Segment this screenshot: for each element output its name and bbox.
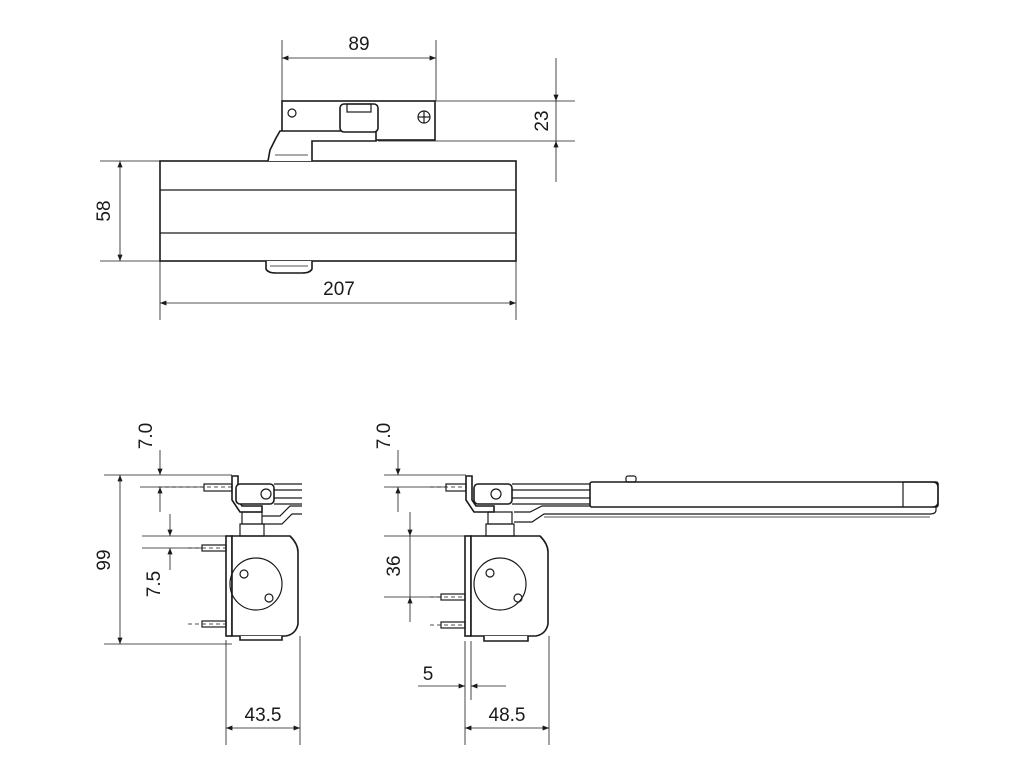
dim-5-label: 5 <box>423 664 434 685</box>
dim-left-7-5-label: 7.5 <box>144 571 165 597</box>
side-body-arm <box>470 535 549 637</box>
dim-48-5-label: 48.5 <box>489 705 526 726</box>
top-view: 89 23 58 207 <box>94 34 575 320</box>
dim-207-label: 207 <box>323 279 355 300</box>
spindle-circle <box>229 557 283 611</box>
side-body <box>231 535 299 637</box>
closer-body <box>159 160 517 262</box>
dim-43-5-label: 43.5 <box>245 705 282 726</box>
dim-23-label: 23 <box>532 110 553 131</box>
spindle-circle-arm <box>473 557 527 611</box>
left-side-view: 7.0 99 7.5 43.5 <box>94 423 302 745</box>
valve-bump <box>265 261 313 274</box>
dim-58-label: 58 <box>94 200 115 221</box>
right-side-view: 7.0 36 5 48.5 <box>374 423 939 745</box>
dim-99-label: 99 <box>94 549 115 570</box>
slide-arm <box>589 481 939 508</box>
dim-89-label: 89 <box>348 34 369 55</box>
dim-36-label: 36 <box>384 555 405 576</box>
arm-socket <box>339 103 379 133</box>
dim-left-7-label: 7.0 <box>136 423 157 449</box>
dim-right-7-label: 7.0 <box>374 423 395 449</box>
